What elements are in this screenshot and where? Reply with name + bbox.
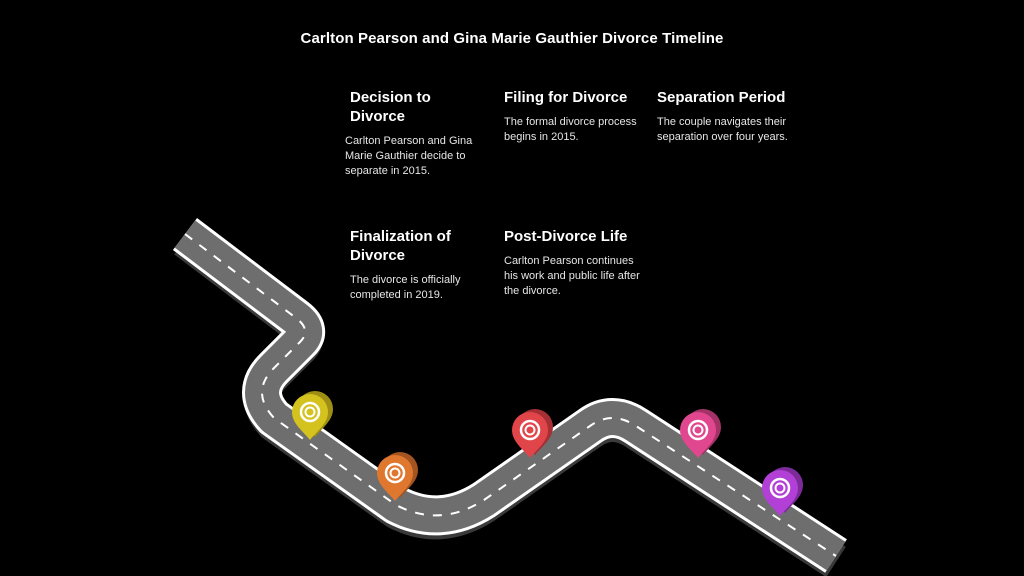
milestone-description: The divorce is officially completed in 2… <box>350 274 461 301</box>
milestone-heading: Filing for Divorce <box>504 89 628 106</box>
milestone-filing: Filing for Divorce The formal divorce pr… <box>504 88 644 145</box>
milestone-separation: Separation Period The couple navigates t… <box>657 88 797 145</box>
road <box>172 218 847 576</box>
page-title: Carlton Pearson and Gina Marie Gauthier … <box>300 30 724 47</box>
location-pin-icon <box>762 467 803 516</box>
milestone-heading: Finalization of Divorce <box>350 228 451 264</box>
milestone-heading: Separation Period <box>657 89 786 106</box>
location-pin-icon <box>680 409 721 458</box>
location-pin-icon <box>512 409 553 458</box>
milestone-description: The couple navigates their separation ov… <box>657 116 788 143</box>
location-pin-icon <box>292 391 333 440</box>
milestone-decision: Decision to Divorce Carlton Pearson and … <box>345 88 490 179</box>
location-pin-icon <box>377 452 418 501</box>
milestone-finalization: Finalization of Divorce The divorce is o… <box>350 227 490 303</box>
road-surface <box>174 220 846 571</box>
milestone-description: The formal divorce process begins in 201… <box>504 116 637 143</box>
milestone-description: Carlton Pearson and Gina Marie Gauthier … <box>345 135 473 177</box>
milestone-post-divorce: Post-Divorce Life Carlton Pearson contin… <box>504 227 644 299</box>
milestone-heading: Decision to Divorce <box>350 89 431 125</box>
milestone-heading: Post-Divorce Life <box>504 228 628 245</box>
milestone-description: Carlton Pearson continues his work and p… <box>504 255 640 297</box>
